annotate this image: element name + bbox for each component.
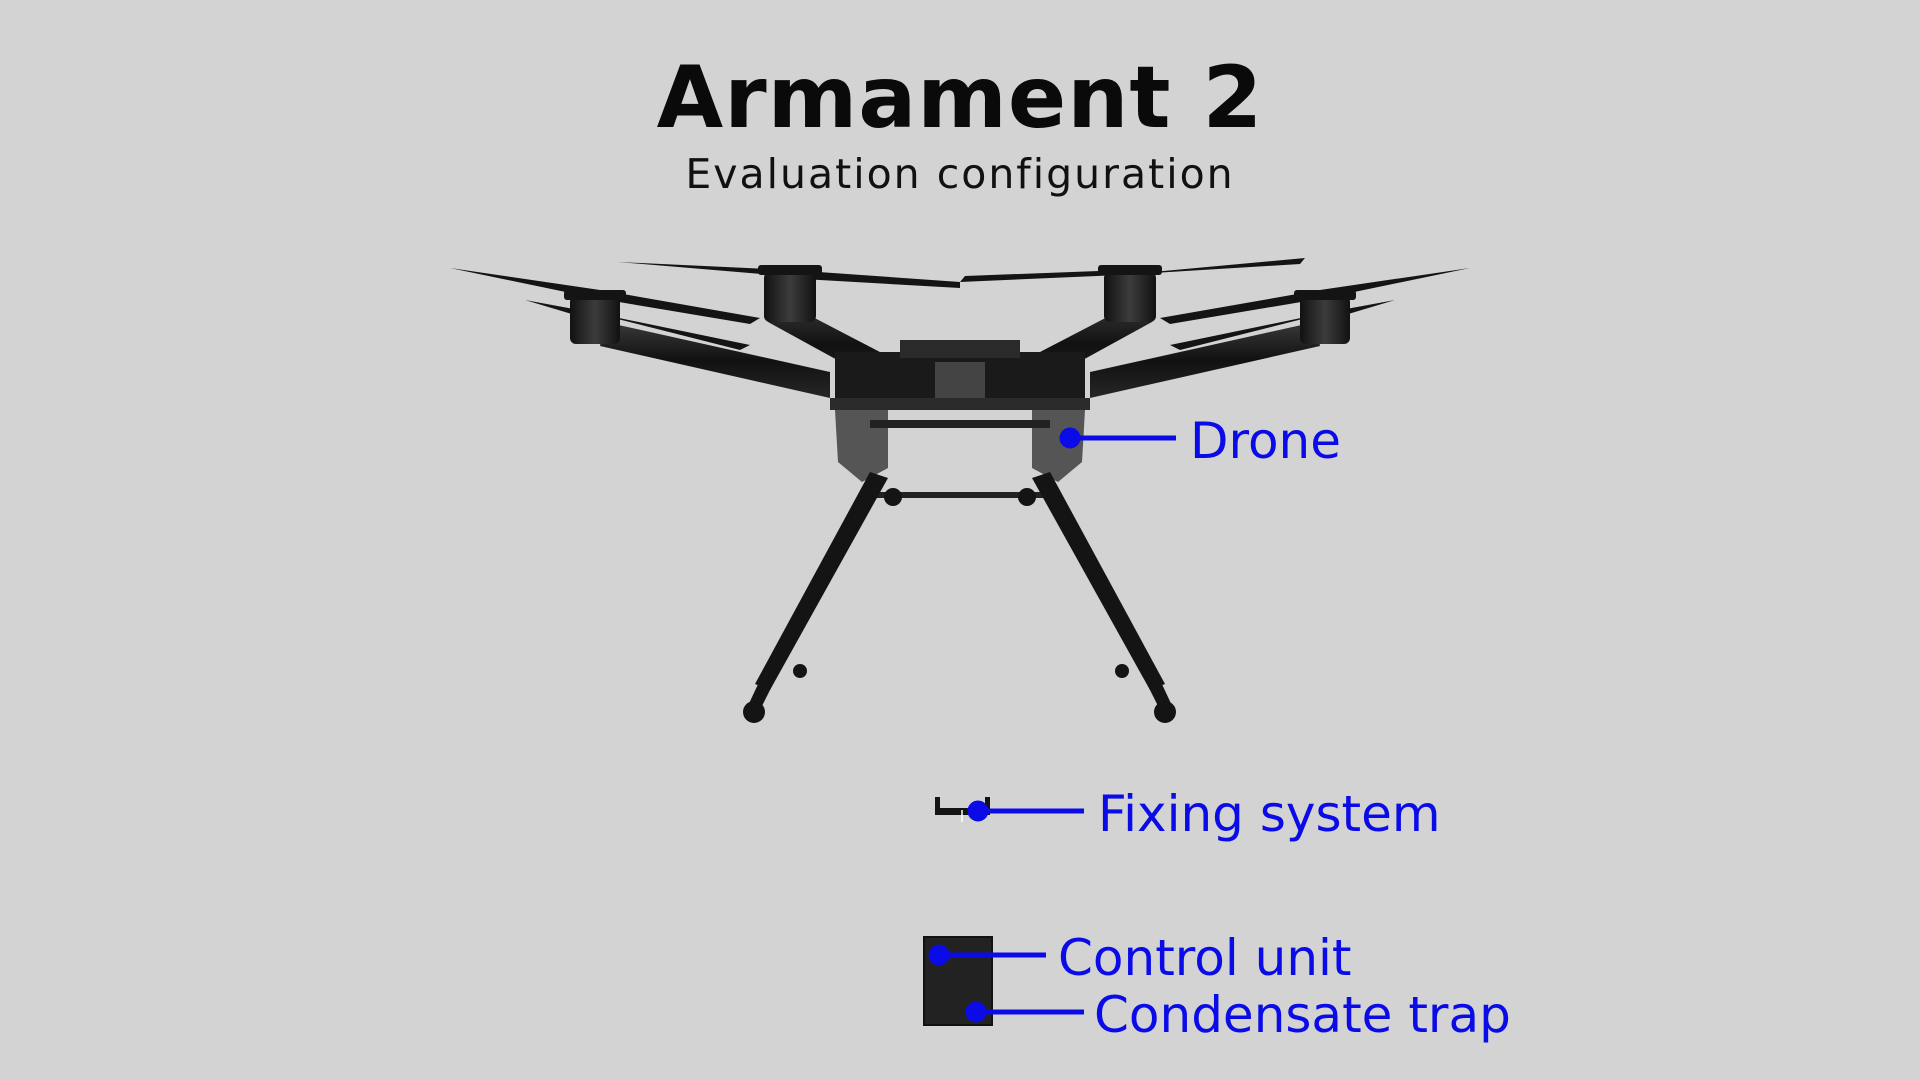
callout-drone: Drone (1190, 412, 1342, 470)
callout-fixing-system: Fixing system (1098, 785, 1441, 843)
diagram-subtitle: Evaluation configuration (685, 150, 1235, 198)
callout-condensate-trap: Condensate trap (1094, 986, 1511, 1044)
callout-control-unit: Control unit (1058, 929, 1352, 987)
diagram-title: Armament 2 (656, 48, 1264, 148)
motors (564, 265, 1356, 344)
callout-leaders (928, 427, 1176, 1023)
propeller-blades (450, 258, 1470, 350)
drone-body (450, 258, 1470, 723)
